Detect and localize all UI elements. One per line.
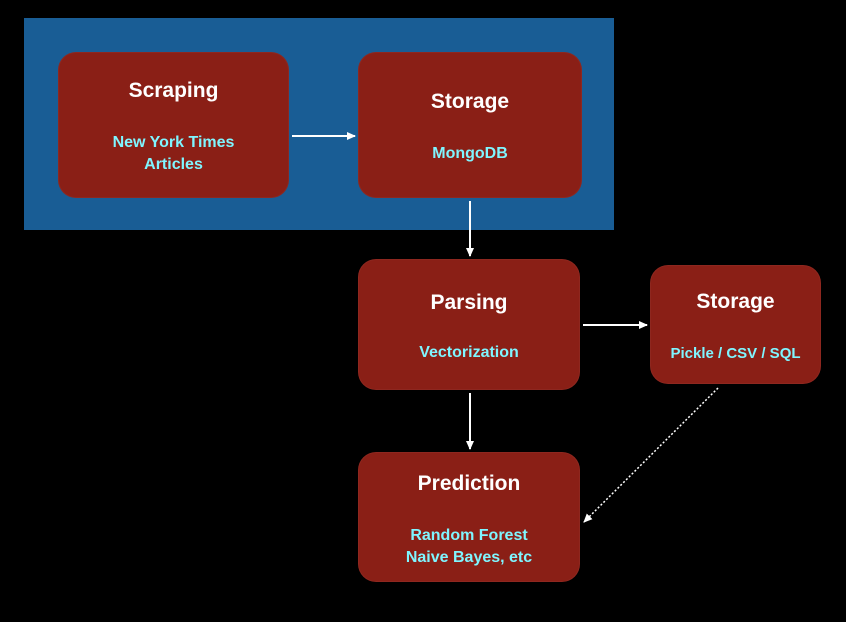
- node-scraping-subtitle-line: New York Times: [112, 134, 235, 151]
- node-storage-pickle-title: Storage: [696, 290, 775, 313]
- node-prediction-subtitle-line: Random Forest: [410, 527, 528, 544]
- node-parsing-title: Parsing: [430, 291, 508, 314]
- node-scraping-title: Scraping: [128, 79, 219, 102]
- node-storage-pickle: Storage Pickle / CSV / SQL: [650, 265, 821, 384]
- node-storage-pickle-subtitle: Pickle / CSV / SQL: [650, 343, 821, 365]
- node-storage-pickle-subtitle-line: Pickle / CSV / SQL: [670, 345, 801, 362]
- node-prediction: Prediction Random Forest Naive Bayes, et…: [358, 452, 580, 582]
- node-prediction-title: Prediction: [417, 472, 521, 495]
- node-scraping-subtitle-line: Articles: [144, 156, 203, 173]
- node-parsing: Parsing Vectorization: [358, 259, 580, 390]
- node-storage-mongodb-title: Storage: [430, 90, 510, 113]
- node-prediction-subtitle-line: Naive Bayes, etc: [405, 549, 533, 566]
- node-storage-mongodb-subtitle-line: MongoDB: [432, 145, 508, 162]
- arrow-storage-pickle-to-prediction-dashed: [583, 387, 719, 523]
- node-storage-mongodb: Storage MongoDB: [358, 52, 582, 198]
- node-parsing-subtitle: Vectorization: [358, 342, 580, 364]
- node-storage-mongodb-subtitle: MongoDB: [358, 143, 582, 165]
- node-scraping: Scraping New York Times Articles: [58, 52, 289, 198]
- node-parsing-subtitle-line: Vectorization: [419, 344, 519, 361]
- node-prediction-subtitle: Random Forest Naive Bayes, etc: [358, 525, 580, 569]
- node-scraping-subtitle: New York Times Articles: [58, 132, 289, 176]
